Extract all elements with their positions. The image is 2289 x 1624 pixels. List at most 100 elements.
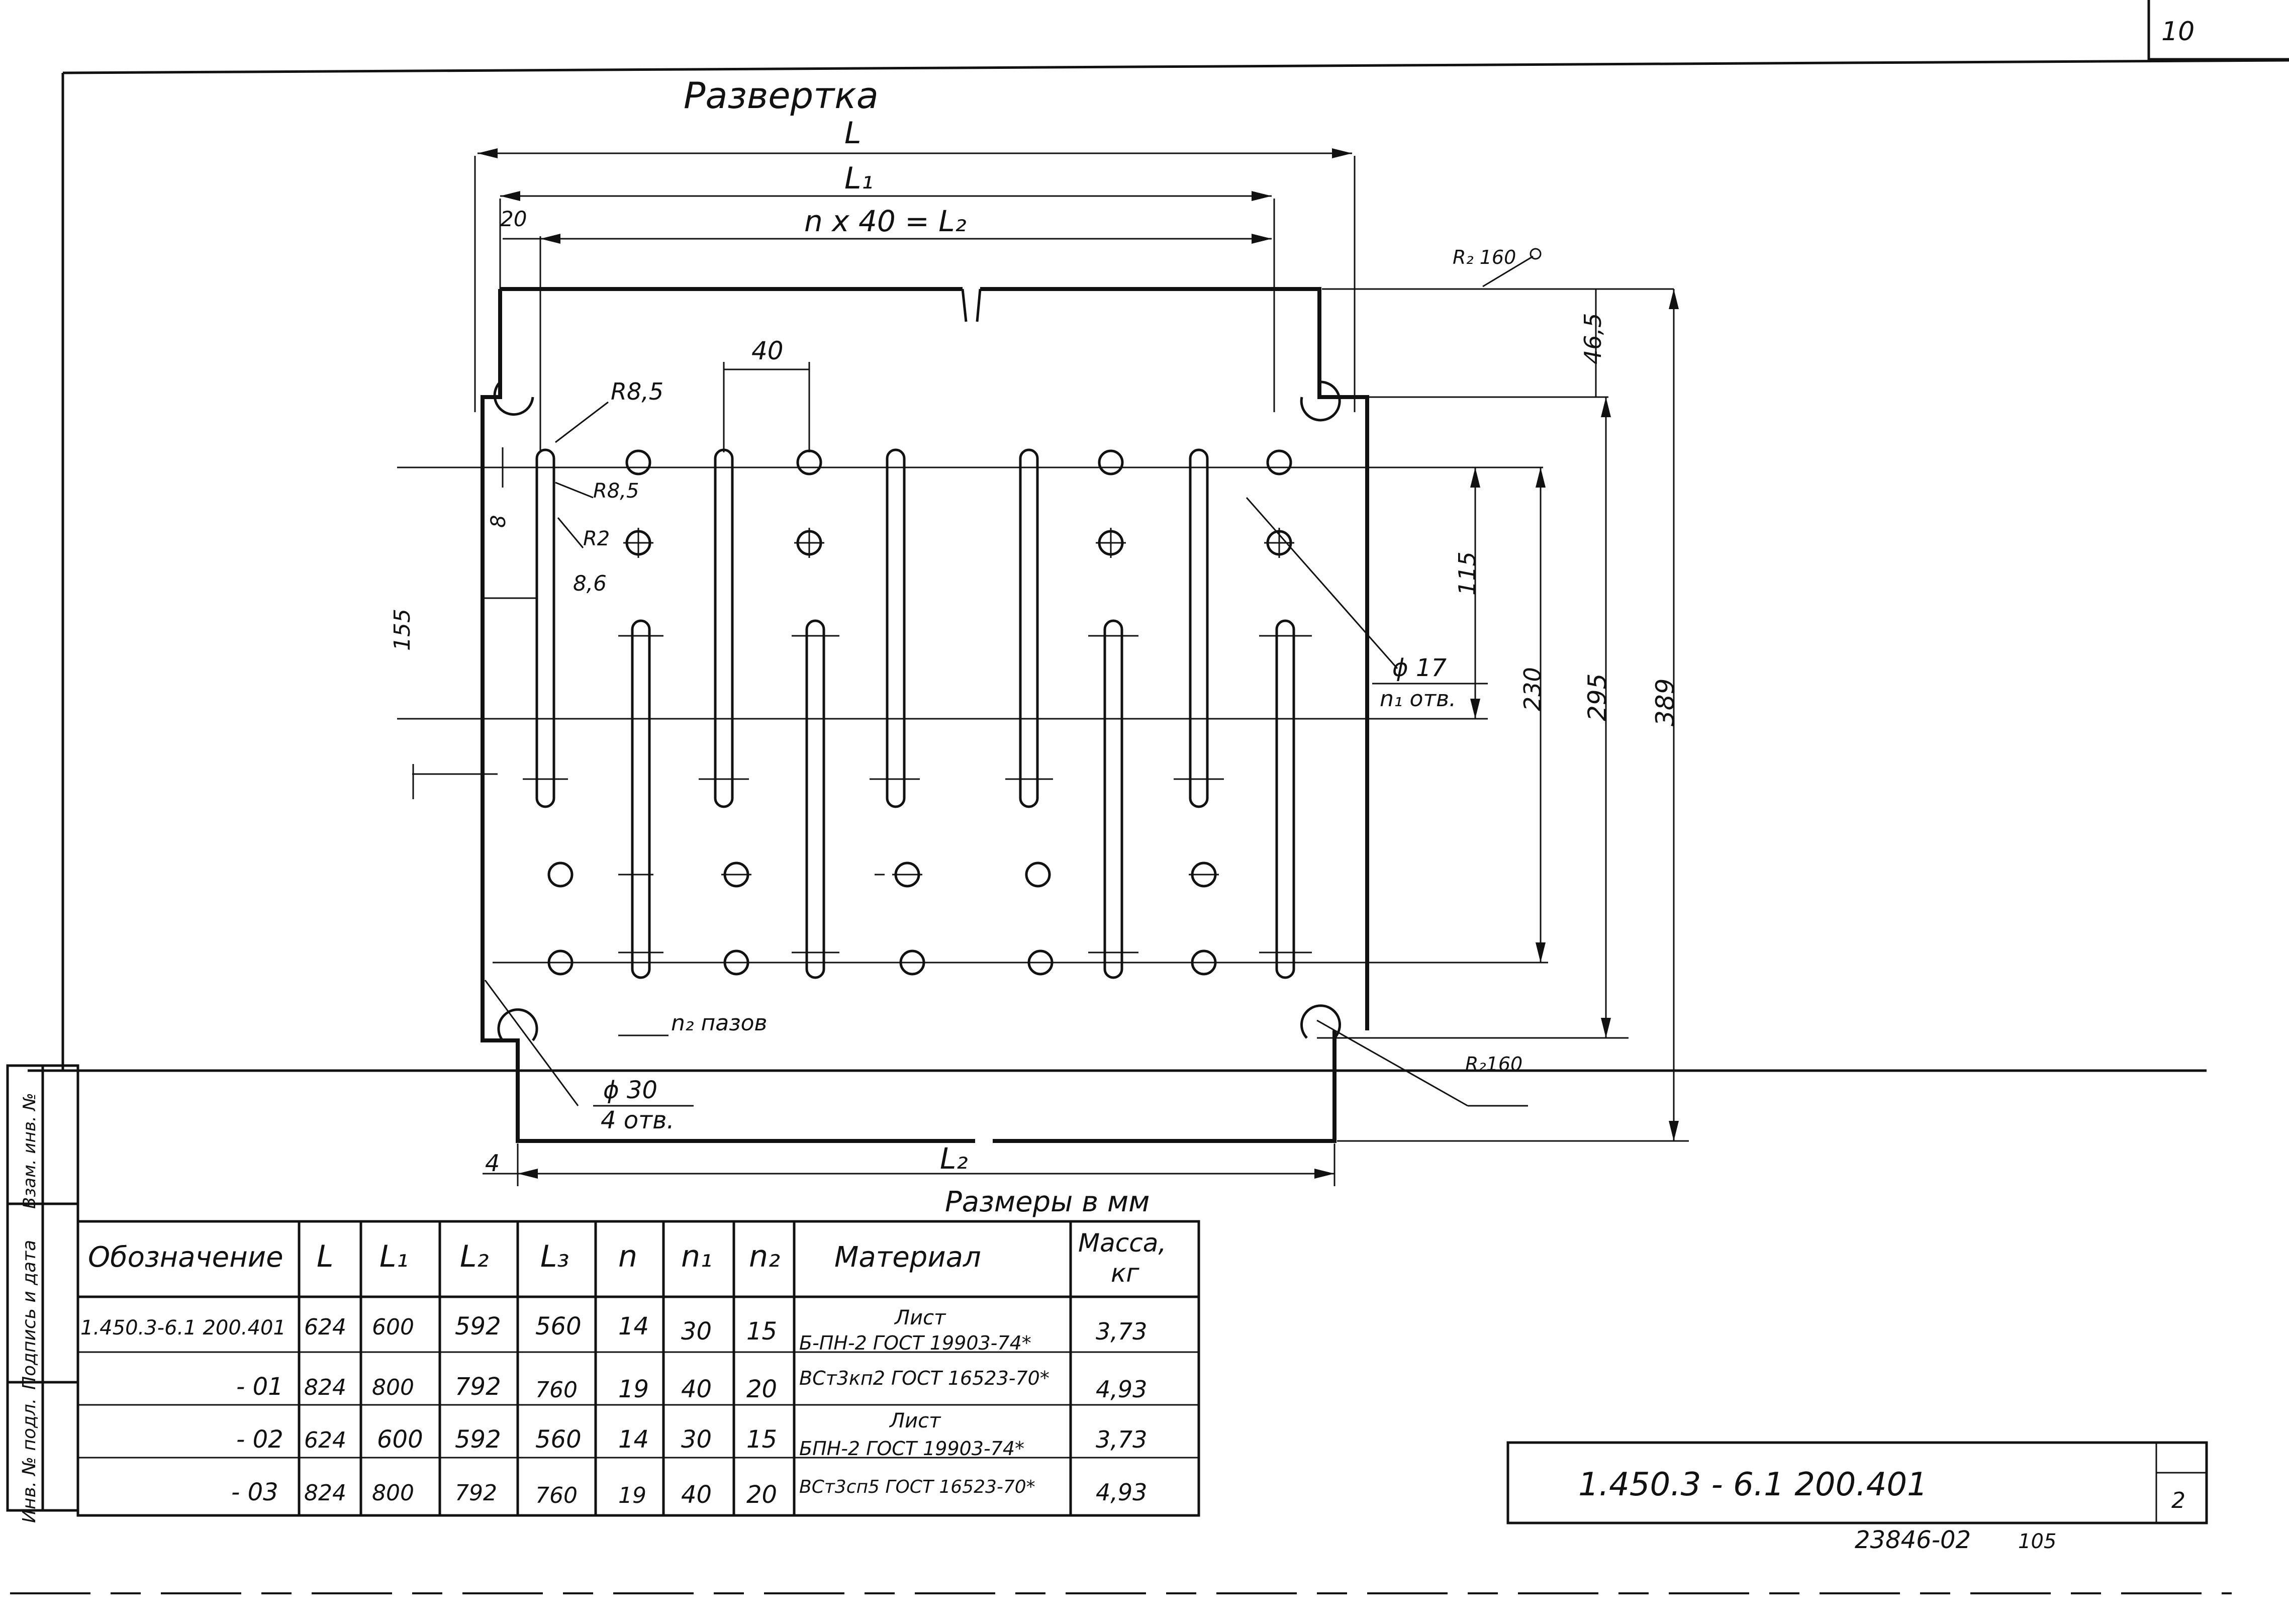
sheet-corner-number: 10 (2161, 17, 2195, 47)
th-mass: Масса, (1078, 1228, 1166, 1258)
cell-L: 624 (304, 1427, 346, 1453)
bottom-callouts (483, 980, 1528, 1186)
cell-n2: 20 (746, 1481, 777, 1509)
dim-r85b: R8,5 (593, 480, 639, 503)
th-L: L (317, 1239, 333, 1274)
hole (547, 949, 574, 976)
th-L3: L₃ (540, 1239, 569, 1274)
cell-n: 19 (618, 1483, 646, 1508)
dim-d46: 46,5 (1579, 313, 1606, 364)
th-n1: n₁ (681, 1239, 712, 1274)
th-material: Материал (834, 1241, 981, 1274)
table-row: - 02 624 600 592 560 14 30 15 Лист БПН-2… (236, 1409, 1147, 1460)
drawing-title: Развертка (684, 74, 879, 117)
dim-d295: 295 (1583, 674, 1612, 721)
cell-L3: 560 (535, 1425, 582, 1454)
table-row: - 03 824 800 792 760 19 40 20 ВСт3сп5 ГО… (231, 1477, 1147, 1509)
cell-L3: 560 (535, 1312, 582, 1341)
table-row: - 01 824 800 792 760 19 40 20 ВСт3кп2 ГО… (236, 1367, 1147, 1403)
dim-d115: 115 (1454, 551, 1481, 596)
slots (535, 448, 1295, 979)
hole (1191, 949, 1217, 976)
cell-L1: 800 (372, 1480, 414, 1506)
footer-inventory: 23846-02 (1855, 1526, 1971, 1554)
cell-L2: 792 (455, 1480, 497, 1506)
dim-r-bottom: R₂160 (1465, 1053, 1522, 1075)
units-note: Размеры в мм (945, 1186, 1150, 1218)
dim-d4: 4 (485, 1150, 500, 1177)
sheet-frame (28, 0, 2289, 1523)
cell-L: 624 (304, 1314, 346, 1340)
cell-designation: 1.450.3-6.1 200.401 (80, 1316, 286, 1340)
cell-mass: 4,93 (1096, 1376, 1147, 1403)
dim-hole17-count: n₁ отв. (1380, 686, 1456, 712)
cell-material: ВСт3сп5 ГОСТ 16523-70* (799, 1477, 1035, 1497)
slot (805, 619, 825, 979)
title-block-sheet: 2 (2171, 1488, 2185, 1513)
cell-material: Б-ПН-2 ГОСТ 19903-74* (799, 1332, 1031, 1354)
round-holes (547, 449, 1292, 976)
side-stamp-repl: Взам. инв. № (20, 1093, 40, 1209)
hole (1266, 449, 1292, 475)
side-stamp-inv: Инв. № подл. (19, 1398, 40, 1523)
slot (631, 619, 651, 979)
dim-L1: L₁ (844, 161, 873, 196)
hole (1025, 862, 1051, 888)
cell-material-label: Лист (889, 1409, 941, 1432)
dim-edge-20: 20 (500, 207, 527, 231)
dim-r-top: R₂ 160 (1453, 246, 1516, 268)
slot (1189, 448, 1209, 808)
slot (1103, 619, 1123, 979)
title-block-code: 1.450.3 - 6.1 200.401 (1578, 1466, 1928, 1503)
crosshairs (523, 528, 1312, 953)
dim-d155: 155 (390, 609, 415, 651)
axis-lines (397, 288, 1689, 1142)
cell-n1: 40 (681, 1375, 712, 1403)
table-row: 1.450.3-6.1 200.401 624 600 592 560 14 3… (80, 1306, 1147, 1354)
cell-material: ВСт3кп2 ГОСТ 16523-70* (799, 1367, 1050, 1389)
cell-mass: 3,73 (1096, 1318, 1147, 1345)
dim-slot-count: n₂ пазов (671, 1010, 768, 1036)
cell-n1: 30 (681, 1425, 712, 1454)
cell-L: 824 (304, 1375, 346, 1400)
top-dimensions (474, 148, 1356, 452)
cell-designation: - 01 (236, 1373, 283, 1401)
dim-d230: 230 (1519, 667, 1546, 711)
hole (1098, 449, 1124, 475)
dim-hole17: ϕ 17 (1392, 654, 1447, 682)
dim-r2: R2 (583, 527, 610, 550)
right-dimensions (1246, 289, 1679, 1141)
th-mass-unit: кг (1111, 1259, 1139, 1288)
dim-d86: 8,6 (573, 571, 607, 596)
dim-hole30: ϕ 30 (603, 1076, 657, 1104)
cell-mass: 3,73 (1096, 1426, 1147, 1453)
corner-holes (493, 380, 1341, 1041)
title-block (1506, 1441, 2208, 1524)
slot (535, 448, 555, 808)
slot (886, 448, 906, 808)
pitch-dimension (723, 362, 810, 452)
cell-material: БПН-2 ГОСТ 19903-74* (799, 1438, 1024, 1460)
th-n: n (618, 1239, 637, 1274)
dim-L2: L₂ (940, 1141, 968, 1176)
left-dimensions (483, 401, 609, 599)
cell-L2: 592 (455, 1425, 501, 1454)
cell-L1: 800 (372, 1375, 414, 1400)
th-L2: L₂ (460, 1239, 489, 1274)
hole (625, 449, 651, 475)
dim-r85a: R8,5 (611, 378, 663, 405)
dim-L: L (844, 116, 861, 151)
hole (547, 862, 574, 888)
th-L1: L₁ (379, 1239, 408, 1274)
cell-L2: 792 (455, 1373, 501, 1401)
cell-designation: - 02 (236, 1425, 283, 1454)
cell-n: 14 (618, 1425, 649, 1454)
plate-outline (481, 287, 1369, 1143)
th-n2: n₂ (749, 1239, 780, 1274)
slot (714, 448, 734, 808)
cell-n2: 15 (746, 1317, 777, 1346)
cell-L2: 592 (455, 1312, 501, 1341)
top-radius-callout (1482, 248, 1542, 288)
cell-n: 14 (618, 1312, 649, 1341)
